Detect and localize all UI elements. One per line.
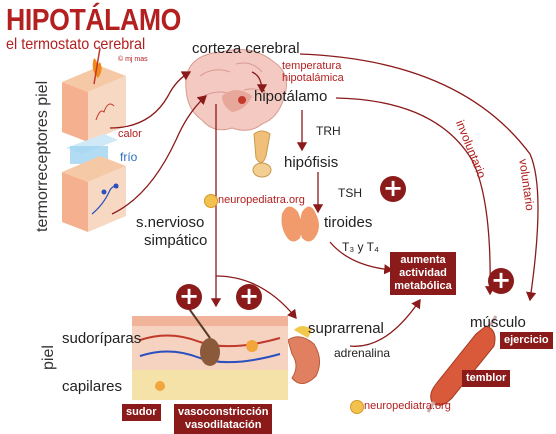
- vaso-line-2: vasodilatación: [185, 419, 262, 431]
- vaso-box: vasoconstricción vasodilatación: [174, 404, 273, 434]
- label-skin-receptors: termorreceptores piel: [34, 80, 51, 232]
- label-sympathetic-2: simpático: [144, 232, 208, 249]
- adrenal-illustration: [287, 326, 320, 384]
- sweat-box: sudor: [122, 404, 161, 421]
- label-tsh: TSH: [338, 186, 362, 200]
- plus-icon: +: [488, 268, 514, 294]
- plus-icon: +: [380, 176, 406, 202]
- label-adrenal: suprarrenal: [308, 320, 384, 337]
- label-muscle: músculo: [470, 314, 526, 331]
- watermark-logo-icon: [350, 400, 364, 414]
- label-cold: frío: [120, 150, 138, 164]
- watermark-text-2: neuropediatra.org: [364, 400, 451, 412]
- muscle-illustration: [426, 315, 498, 413]
- metabolic-line-2: actividad: [399, 267, 447, 279]
- metabolic-activity-box: aumenta actividad metabólica: [390, 252, 456, 295]
- label-sweat-glands: sudoríparas: [62, 330, 142, 347]
- label-hypothalamus: hipotálamo: [254, 88, 328, 105]
- thyroid-illustration: [281, 206, 319, 242]
- label-thyroid: tiroides: [324, 214, 373, 231]
- skin-cold-illustration: [62, 134, 126, 232]
- metabolic-line-3: metabólica: [394, 280, 452, 292]
- plus-icon: +: [236, 284, 262, 310]
- label-temp-2: hipotalámica: [282, 72, 344, 84]
- pituitary-illustration: [252, 130, 272, 178]
- skin-section-illustration: [132, 295, 288, 400]
- label-cortex: corteza cerebral: [192, 40, 300, 57]
- vaso-line-1: vasoconstricción: [178, 406, 269, 418]
- label-trh: TRH: [316, 124, 341, 138]
- label-heat: calor: [118, 128, 142, 140]
- label-skin: piel: [40, 345, 57, 370]
- plus-icon: +: [176, 284, 202, 310]
- label-sympathetic-1: s.nervioso: [136, 214, 205, 231]
- credit-text: © mj mas: [118, 56, 148, 63]
- label-pituitary: hipófisis: [284, 154, 339, 171]
- exercise-box: ejercicio: [500, 332, 553, 349]
- label-temp-1: temperatura: [282, 60, 342, 72]
- skin-heat-illustration: [62, 47, 126, 142]
- label-adrenaline: adrenalina: [334, 346, 391, 360]
- label-capillaries: capilares: [62, 378, 123, 395]
- tremor-box: temblor: [462, 370, 511, 387]
- watermark-text-1: neuropediatra.org: [218, 194, 305, 206]
- page-subtitle: el termostato cerebral: [6, 36, 146, 53]
- watermark-logo-icon: [204, 194, 218, 208]
- page-title: HIPOTÁLAMO: [6, 2, 181, 37]
- metabolic-line-1: aumenta: [400, 254, 446, 266]
- label-hormones: T₃ y T₄: [342, 240, 379, 254]
- brain-illustration: [185, 49, 287, 131]
